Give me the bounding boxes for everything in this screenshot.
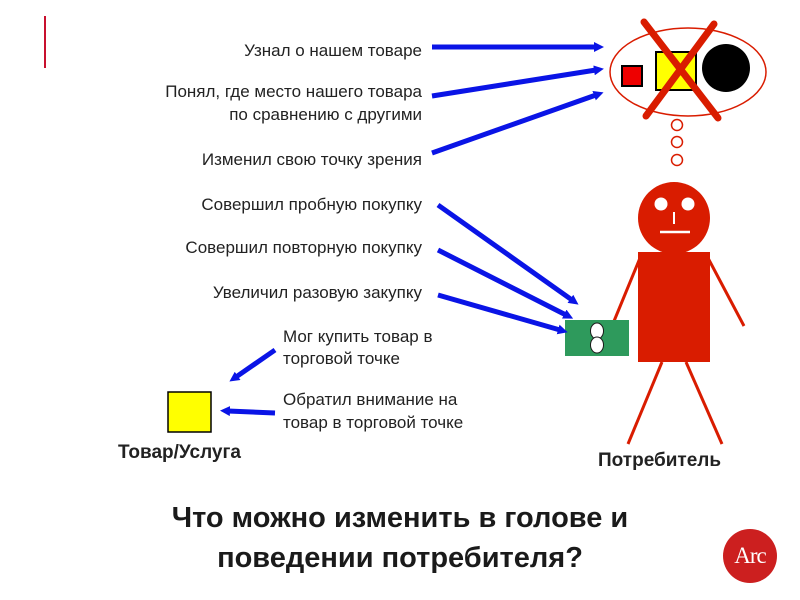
black-circle-competitor	[702, 44, 750, 92]
arrow-repeat-purchase	[436, 247, 574, 319]
label-noticed-line1: Обратил внимание на	[283, 390, 458, 409]
accent-bar	[44, 16, 46, 68]
product-label: Товар/Услуга	[118, 442, 241, 463]
thought-dot	[670, 135, 684, 149]
consumer-body	[638, 252, 710, 362]
thought-bubble	[609, 27, 767, 117]
arrow-could-buy	[229, 347, 277, 382]
consumer-eye	[654, 197, 668, 211]
arrow-trial-purchase	[436, 202, 579, 305]
label-could-buy-line1: Мог купить товар в	[283, 327, 433, 346]
title-line1: Что можно изменить в голове и	[171, 502, 629, 534]
label-understood-line2: по сравнению с другими	[229, 105, 422, 124]
thought-dot	[670, 153, 684, 167]
arrow-increased-volume	[437, 292, 568, 335]
arrow-changed-view	[431, 90, 604, 156]
consumer-right-leg	[684, 361, 724, 445]
arrow-understood	[431, 65, 604, 99]
consumer-eye	[681, 197, 695, 211]
consumer-left-arm	[610, 257, 642, 327]
thought-dot	[670, 118, 684, 132]
title-line2: поведении потребителя?	[217, 542, 583, 574]
arrow-noticed	[220, 406, 276, 417]
consumer-left-leg	[626, 361, 664, 445]
label-could-buy-line2: торговой точке	[283, 349, 400, 368]
label-trial-purchase: Совершил пробную покупку	[201, 195, 422, 214]
slide-title: Что можно изменить в голове и поведении …	[60, 498, 740, 578]
label-changed-view: Изменил свою точку зрения	[201, 150, 422, 169]
arc-logo: Arc	[723, 529, 777, 583]
consumer-label: Потребитель	[598, 450, 722, 471]
label-understood-line1: Понял, где место нашего товара	[165, 82, 422, 101]
label-repeat-purchase: Совершил повторную покупку	[185, 238, 422, 257]
product-square	[167, 391, 212, 433]
label-learned: Узнал о нашем товаре	[244, 41, 422, 60]
consumer-right-arm	[706, 257, 746, 327]
red-square-competitor	[621, 65, 643, 87]
consumer-figure	[610, 182, 746, 445]
money-bill-icon	[565, 320, 629, 356]
label-noticed-line2: товар в торговой точке	[283, 413, 464, 432]
cross-out-icon	[640, 18, 722, 122]
label-increased-volume: Увеличил разовую закупку	[212, 283, 422, 302]
